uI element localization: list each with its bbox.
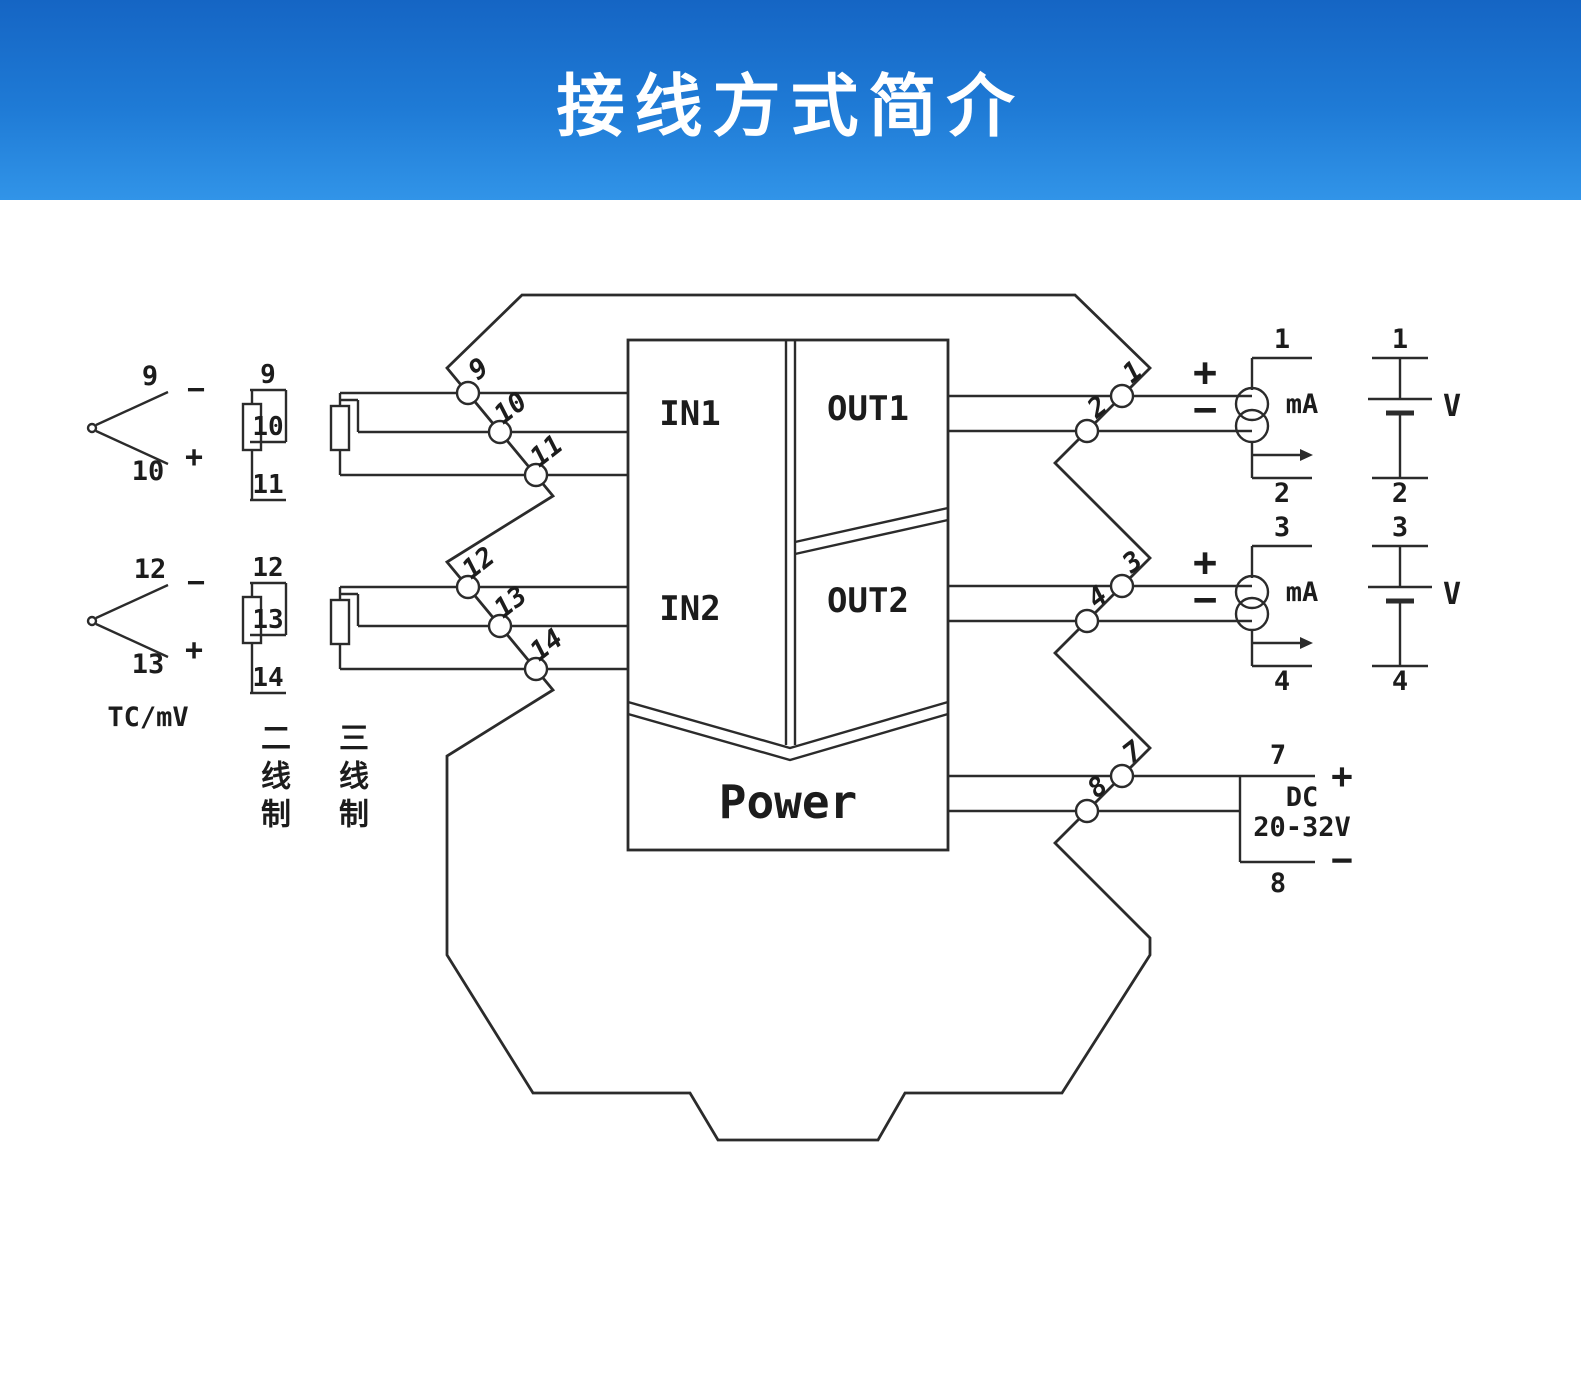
terminal-circle-10 <box>487 419 513 445</box>
terminal-circle-7 <box>1109 763 1135 789</box>
ma2-unit: mA <box>1286 577 1319 608</box>
tc1-neg-sign: − <box>187 372 205 407</box>
dc-bottom-terminal: 8 <box>1270 868 1286 899</box>
tc2-pos-terminal: 13 <box>132 649 165 680</box>
terminal-circle-3 <box>1109 573 1135 599</box>
terminal-circle-13 <box>487 613 513 639</box>
resistor-symbol <box>329 404 351 452</box>
out2-plus-sign: + <box>1193 540 1217 586</box>
power-label: Power <box>719 775 857 829</box>
terminal-circle-9 <box>455 380 481 406</box>
terminal-circle-11 <box>523 462 549 488</box>
current-source-icon <box>1234 408 1270 444</box>
out2-minus-sign: − <box>1193 577 1217 623</box>
ma1-bottom-terminal: 2 <box>1274 478 1290 509</box>
terminal-circle-14 <box>523 656 549 682</box>
two-wire2-t1: 12 <box>252 553 283 583</box>
v2-bottom-terminal: 4 <box>1392 666 1408 697</box>
three-wire-input-1 <box>329 391 525 477</box>
module-terminals <box>455 380 1135 824</box>
out1-plus-sign: + <box>1193 350 1217 396</box>
power-wires <box>948 774 1240 813</box>
terminal-circle-12 <box>455 574 481 600</box>
page-title: 接线方式简介 <box>556 68 1025 145</box>
two-wire1-t2: 10 <box>252 412 283 442</box>
current-arrow-icon <box>1300 449 1313 461</box>
ma2-top-terminal: 3 <box>1274 512 1290 543</box>
dc-supply: 7 + DC 20-32V 8 − <box>1238 740 1353 899</box>
dc-label-line2: 20-32V <box>1253 812 1351 843</box>
two-wire-input-1: 9 10 11 <box>241 360 288 502</box>
out2-label: OUT2 <box>827 581 909 621</box>
out2-wires <box>948 584 1252 623</box>
v1-unit: V <box>1443 389 1461 424</box>
ma1-unit: mA <box>1286 389 1319 420</box>
terminal-circle-2 <box>1074 418 1100 444</box>
two-wire-label: 二线制 <box>256 722 289 836</box>
two-wire1-t3: 11 <box>252 470 283 500</box>
dc-label-line1: DC <box>1286 782 1319 813</box>
out1-wires <box>948 394 1252 433</box>
terminal-circle-1 <box>1109 383 1135 409</box>
two-wire2-t2: 13 <box>252 605 283 635</box>
module-box: IN1 OUT1 IN2 OUT2 Power <box>626 338 950 852</box>
tc-junction-icon <box>86 422 98 434</box>
v2-unit: V <box>1443 577 1461 612</box>
in1-label: IN1 <box>659 394 720 434</box>
v-load-2: 3 V 4 <box>1368 512 1461 697</box>
v1-top-terminal: 1 <box>1392 324 1408 355</box>
isolation-divider-vertical <box>784 340 797 745</box>
tc-input-2: 12 − 13 + <box>86 554 205 680</box>
tc1-pos-sign: + <box>185 440 203 475</box>
three-wire-input-2 <box>329 585 525 671</box>
resistor-symbol <box>241 402 263 452</box>
tc2-pos-sign: + <box>185 633 203 668</box>
terminal-circle-8 <box>1074 798 1100 824</box>
resistor-symbol <box>329 598 351 646</box>
tc2-neg-terminal: 12 <box>134 554 167 585</box>
resistor-symbol <box>241 595 263 645</box>
v1-bottom-terminal: 2 <box>1392 478 1408 509</box>
v-load-1: 1 V 2 <box>1368 324 1461 509</box>
tc2-neg-sign: − <box>187 565 205 600</box>
out1-label: OUT1 <box>827 389 909 429</box>
module-outline <box>444 293 1152 1142</box>
two-wire2-t3: 14 <box>252 663 283 693</box>
tc1-pos-terminal: 10 <box>132 456 165 487</box>
ma2-bottom-terminal: 4 <box>1274 666 1290 697</box>
wiring-diagram-area: 9 − 10 + 12 − 13 + TC/mV 9 10 11 <box>0 200 1581 1393</box>
two-wire-input-2: 12 13 14 <box>241 553 288 695</box>
current-source-icon <box>1234 386 1270 422</box>
terminal-numbers: 9 10 11 12 13 14 1 2 3 4 7 8 <box>456 352 1149 804</box>
in2-label: IN2 <box>659 589 720 629</box>
ma1-top-terminal: 1 <box>1274 324 1290 355</box>
three-wire-label: 三线制 <box>334 722 367 836</box>
isolation-divider-out <box>794 506 949 556</box>
ma-load-1: 1 mA 2 <box>1234 324 1319 509</box>
dc-top-terminal: 7 <box>1270 740 1286 771</box>
current-arrow-icon <box>1300 637 1313 649</box>
isolation-divider-power <box>627 700 949 762</box>
tc-input-label: TC/mV <box>107 702 188 733</box>
module-box-frame <box>626 338 950 852</box>
ma-load-2: 3 mA 4 <box>1234 512 1319 697</box>
dc-minus-sign: − <box>1331 840 1353 881</box>
dc-plus-sign: + <box>1331 756 1353 797</box>
v2-top-terminal: 3 <box>1392 512 1408 543</box>
two-wire1-t1: 9 <box>260 360 276 390</box>
wiring-diagram: 9 − 10 + 12 − 13 + TC/mV 9 10 11 <box>86 293 1461 1142</box>
in1-wires <box>479 391 628 477</box>
page-banner: 接线方式简介 <box>0 0 1581 200</box>
current-source-icon <box>1234 596 1270 632</box>
terminal-circle-4 <box>1074 608 1100 634</box>
in2-wires <box>479 585 628 671</box>
out1-minus-sign: − <box>1193 387 1217 433</box>
current-source-icon <box>1234 574 1270 610</box>
tc-input-1: 9 − 10 + <box>86 361 205 487</box>
tc-junction-icon <box>86 615 98 627</box>
tc1-neg-terminal: 9 <box>142 361 158 392</box>
